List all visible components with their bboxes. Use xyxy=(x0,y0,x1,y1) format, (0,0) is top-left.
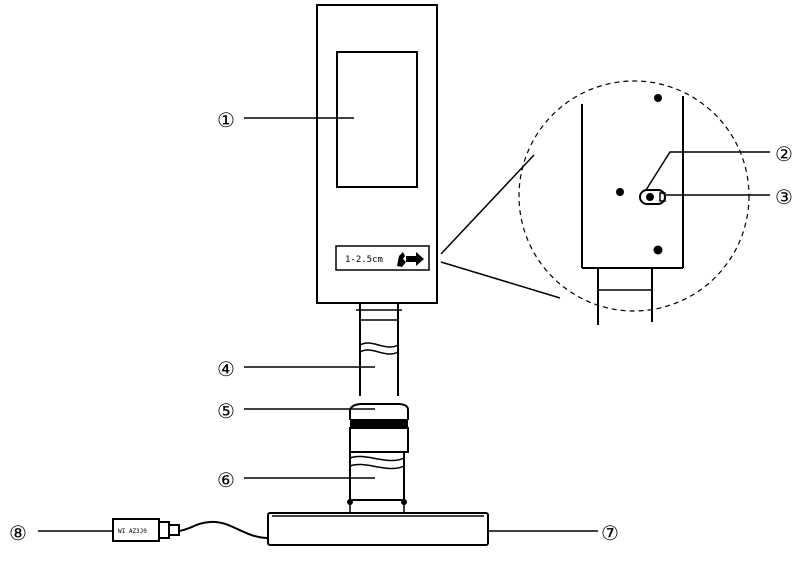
callout-4: ④ xyxy=(217,357,235,381)
lower-pole xyxy=(347,452,407,513)
detail-magnifier xyxy=(440,80,750,325)
detail-screw-top xyxy=(654,94,662,102)
detail-screw-left xyxy=(616,188,624,196)
hand-icon xyxy=(397,252,406,267)
callout-8: ⑧ xyxy=(9,521,27,545)
detail-screw-bottom xyxy=(653,245,663,255)
adjustment-collar xyxy=(349,403,409,453)
callout-3: ③ xyxy=(775,185,793,209)
callout-2: ② xyxy=(775,142,793,166)
switch-slot xyxy=(659,192,666,202)
distance-sticker: 1-2.5cm xyxy=(335,245,430,271)
arrow-right-icon xyxy=(406,252,424,266)
device-housing xyxy=(316,4,438,304)
plug-label: WI AZ3J0 xyxy=(118,528,147,535)
screw-right xyxy=(401,499,407,505)
callout-5: ⑤ xyxy=(217,399,235,423)
callout-6: ⑥ xyxy=(217,468,235,492)
base-unit xyxy=(267,512,489,546)
screw-left xyxy=(347,499,353,505)
callout-lines xyxy=(38,117,770,532)
callout-7: ⑦ xyxy=(601,521,619,545)
power-cable xyxy=(177,520,269,539)
upper-pole xyxy=(356,303,402,396)
display-screen xyxy=(336,51,418,188)
power-plug: WI AZ3J0 xyxy=(112,518,180,542)
callout-1: ① xyxy=(217,108,235,132)
sticker-text: 1-2.5cm xyxy=(345,255,383,265)
